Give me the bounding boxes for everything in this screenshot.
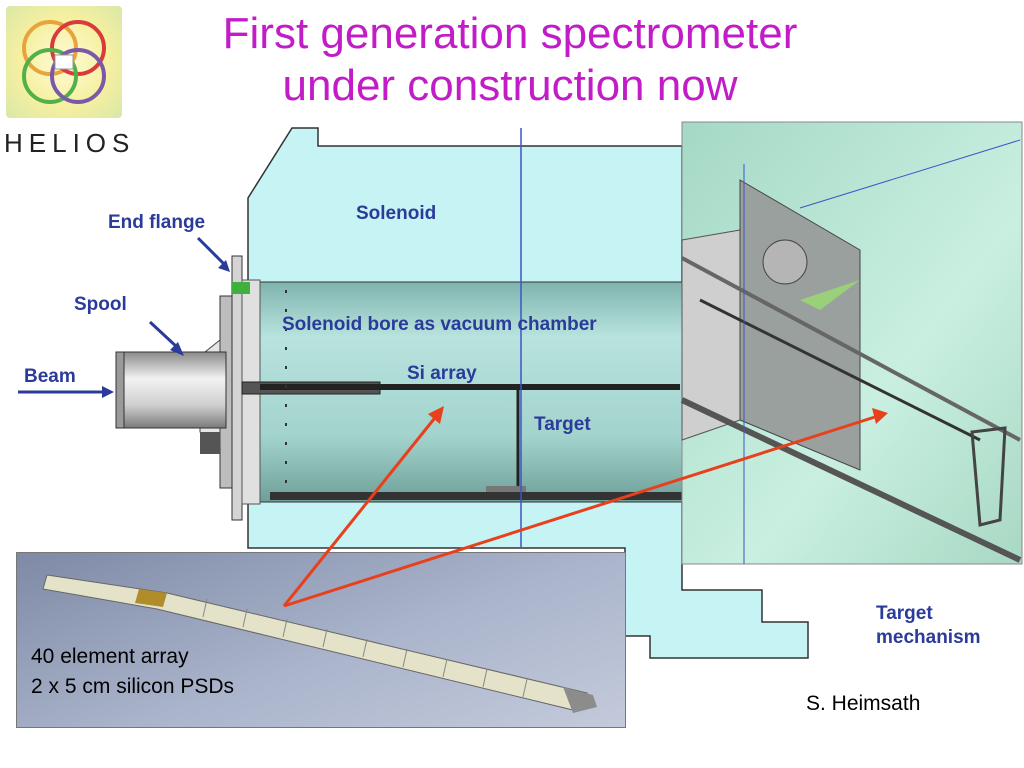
si-detector-bar — [42, 574, 597, 713]
beam-pipe — [115, 351, 227, 429]
target-mechanism-render — [680, 121, 1023, 565]
target-mechanism-label-line-1: Target — [876, 603, 933, 624]
spool-label: Spool — [74, 294, 127, 315]
target-mechanism-pointer-arrow — [283, 414, 879, 608]
beam-label: Beam — [24, 366, 76, 387]
flange-green-mark — [232, 282, 250, 294]
credit-text: S. Heimsath — [806, 692, 921, 715]
helios-logo: HELIOS — [0, 0, 136, 162]
inset-caption-line-1: 40 element array — [31, 645, 189, 668]
target-mechanism-label-line-2: mechanism — [876, 627, 981, 648]
slide-title: First generation spectrometer under cons… — [150, 8, 870, 112]
solenoid-label: Solenoid — [356, 203, 437, 224]
logo-text: HELIOS — [4, 128, 136, 158]
title-line-2: under construction now — [282, 61, 738, 110]
end-flange-arrow — [196, 236, 228, 268]
si-array-label: Si array — [407, 363, 477, 384]
inset-caption-line-2: 2 x 5 cm silicon PSDs — [31, 675, 235, 698]
target-mechanism-label: Target mechanism — [876, 602, 981, 650]
bore-label: Solenoid bore as vacuum chamber — [282, 314, 597, 335]
spool-arrow — [148, 320, 180, 350]
logo-rings-icon — [22, 20, 106, 104]
end-flange-label: End flange — [108, 212, 206, 233]
target-label: Target — [534, 414, 591, 435]
si-array-inset: 40 element array 2 x 5 cm silicon PSDs — [16, 552, 626, 728]
si-array-pointer-arrow — [282, 413, 440, 607]
title-line-1: First generation spectrometer — [222, 9, 798, 58]
